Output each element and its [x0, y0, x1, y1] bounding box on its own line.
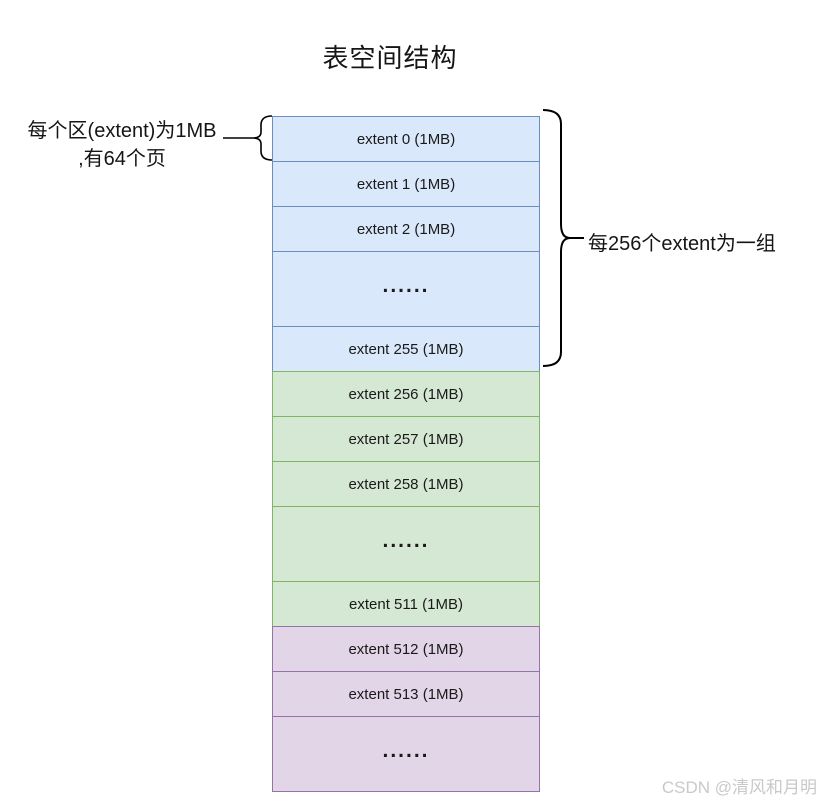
extent-box: extent 512 (1MB): [272, 626, 540, 672]
page-title: 表空间结构: [322, 43, 458, 73]
right-brace: [542, 109, 584, 367]
watermark: CSDN @清风和月明: [661, 778, 817, 797]
extent-ellipsis-box: ......: [272, 506, 540, 582]
right-annotation: 每256个extent为一组: [588, 233, 776, 255]
extent-ellipsis-box: ......: [272, 716, 540, 792]
extent-box: extent 258 (1MB): [272, 461, 540, 507]
extent-box: extent 511 (1MB): [272, 581, 540, 627]
left-annotation-line2: ,有64个页: [78, 148, 166, 170]
left-brace: [223, 115, 273, 161]
extent-box: extent 0 (1MB): [272, 116, 540, 162]
extent-box: extent 513 (1MB): [272, 671, 540, 717]
extent-box: extent 257 (1MB): [272, 416, 540, 462]
extent-box: extent 255 (1MB): [272, 326, 540, 372]
left-annotation-line1: 每个区(extent)为1MB: [27, 120, 217, 142]
extent-box: extent 256 (1MB): [272, 371, 540, 417]
extent-box: extent 1 (1MB): [272, 161, 540, 207]
left-annotation: 每个区(extent)为1MB ,有64个页: [8, 117, 236, 173]
extent-box: extent 2 (1MB): [272, 206, 540, 252]
extent-ellipsis-box: ......: [272, 251, 540, 327]
extent-stack: extent 0 (1MB) extent 1 (1MB) extent 2 (…: [272, 116, 540, 792]
